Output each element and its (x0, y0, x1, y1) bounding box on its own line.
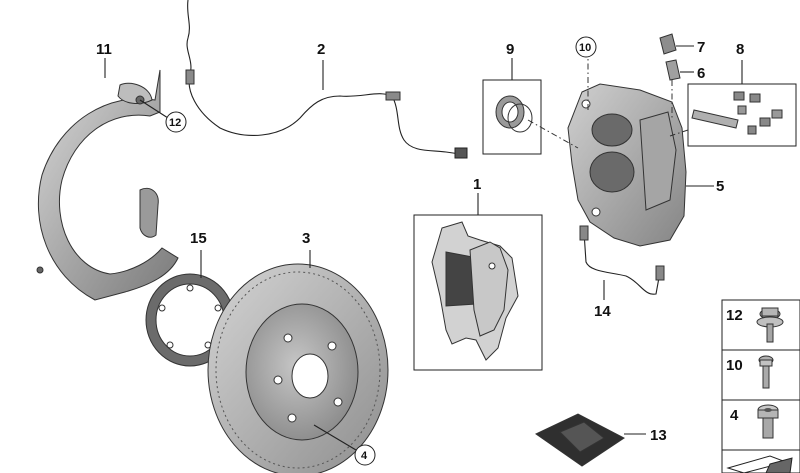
legend-label-12: 12 (726, 307, 743, 324)
brake-dust-shield (36, 69, 179, 301)
parts-legend: 12 10 4 (721, 299, 800, 473)
callout-4-circle (354, 444, 376, 466)
bleed-screw (665, 59, 681, 81)
legend-label-4: 4 (730, 407, 739, 424)
callout-10-circle (575, 36, 597, 58)
brake-wear-sensor (185, 0, 468, 159)
callout-2: 2 (317, 41, 325, 58)
callout-3: 3 (302, 230, 310, 247)
callout-13: 13 (650, 427, 667, 444)
callout-8: 8 (736, 41, 744, 58)
spring-clip-kit (691, 91, 783, 135)
callout-1: 1 (473, 176, 481, 193)
callout-4: 4 (361, 450, 368, 462)
callout-5: 5 (716, 178, 724, 195)
callout-14: 14 (594, 303, 611, 320)
bleed-screw-cap (659, 33, 677, 55)
callout-12: 12 (169, 117, 181, 129)
brake-disc (207, 263, 389, 473)
callout-11: 11 (96, 41, 112, 58)
callout-15: 15 (190, 230, 207, 247)
next-page-arrow-icon[interactable] (726, 455, 793, 473)
callout-12-circle (165, 111, 187, 133)
brake-pads (431, 221, 519, 361)
callout-9: 9 (506, 41, 514, 58)
piston-seal (495, 95, 533, 133)
callout-10: 10 (579, 42, 591, 54)
legend-label-10: 10 (726, 357, 743, 374)
brake-caliper (567, 83, 687, 247)
bolt-10-icon (758, 355, 774, 389)
brake-hose (579, 225, 665, 295)
callout-6: 6 (697, 65, 705, 82)
protective-mat (535, 413, 625, 467)
bolt-12-icon (756, 307, 784, 343)
bolt-4-icon (757, 404, 779, 439)
callout-7: 7 (697, 39, 705, 56)
